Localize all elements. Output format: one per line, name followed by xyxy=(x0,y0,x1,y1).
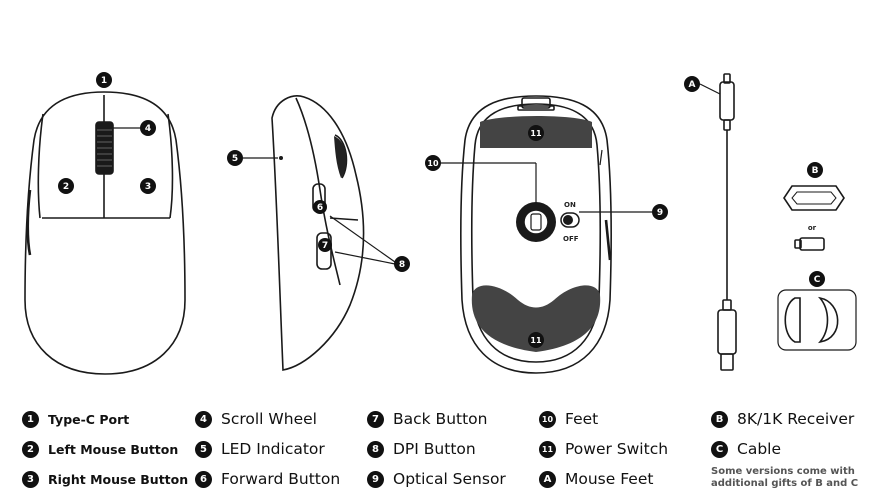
callout-3: 3 xyxy=(140,178,156,194)
callout-4: 4 xyxy=(140,120,156,136)
legend-label: Left Mouse Button xyxy=(48,441,179,457)
extra-mouse-feet xyxy=(777,289,857,351)
legend-column-2: 4 Scroll Wheel 5 LED Indicator 6 Forward… xyxy=(195,404,340,494)
switch-on-label: ON xyxy=(564,201,576,209)
bottom-mouse-feet xyxy=(471,285,601,352)
callout-9: 9 xyxy=(652,204,668,220)
svg-text:11: 11 xyxy=(530,129,542,138)
legend-badge: 3 xyxy=(22,470,39,488)
legend-column-3: 7 Back Button 8 DPI Button 9 Optical Sen… xyxy=(367,404,506,494)
legend-item-dpi-button: 8 DPI Button xyxy=(367,434,506,464)
callout-c: C xyxy=(809,271,825,287)
svg-text:C: C xyxy=(814,275,821,285)
legend-item-type-c-port: 1 Type-C Port xyxy=(22,404,188,434)
legend-label: Feet xyxy=(565,410,599,428)
legend-label: 8K/1K Receiver xyxy=(737,410,855,428)
legend-badge: 2 xyxy=(22,440,39,458)
legend-badge: C xyxy=(711,440,728,458)
callout-8: 8 xyxy=(394,256,410,272)
legend-label: Mouse Feet xyxy=(565,470,654,488)
legend-item-back-button: 7 Back Button xyxy=(367,404,506,434)
legend-item-left-mouse-button: 2 Left Mouse Button xyxy=(22,434,188,464)
led-indicator-dot xyxy=(279,156,283,160)
legend-badge: 7 xyxy=(367,410,384,428)
legend-label: Cable xyxy=(737,440,782,458)
callout-11-top: 11 xyxy=(528,125,544,141)
switch-off-label: OFF xyxy=(563,235,579,243)
svg-text:A: A xyxy=(689,80,696,90)
legend-label: Optical Sensor xyxy=(393,470,506,488)
svg-text:3: 3 xyxy=(145,182,151,192)
legend-item-scroll-wheel: 4 Scroll Wheel xyxy=(195,404,340,434)
legend-item-led-indicator: 5 LED Indicator xyxy=(195,434,340,464)
legend-label: Right Mouse Button xyxy=(48,471,189,487)
legend-item-feet: 10 Feet xyxy=(539,404,668,434)
legend-label: Forward Button xyxy=(221,470,341,488)
callout-1: 1 xyxy=(96,72,112,88)
legend-item-optical-sensor: 9 Optical Sensor xyxy=(367,464,506,494)
legend-item-forward-button: 6 Forward Button xyxy=(195,464,340,494)
mouse-bottom-view xyxy=(459,95,613,374)
callout-a: A xyxy=(684,76,700,92)
callout-5: 5 xyxy=(227,150,243,166)
legend-label: Power Switch xyxy=(565,440,669,458)
legend-badge: A xyxy=(539,470,556,488)
legend-label: Type-C Port xyxy=(48,411,130,427)
legend-badge: 11 xyxy=(539,440,556,458)
callout-11-bottom: 11 xyxy=(528,332,544,348)
callout-2: 2 xyxy=(58,178,74,194)
svg-text:2: 2 xyxy=(63,182,69,192)
legend-label: DPI Button xyxy=(393,440,476,458)
legend-badge: 1 xyxy=(22,410,39,428)
callout-10: 10 xyxy=(425,155,441,171)
svg-text:5: 5 xyxy=(232,154,238,164)
usb-c-cable xyxy=(717,73,737,371)
legend-badge: 5 xyxy=(195,440,212,458)
legend-badge: 9 xyxy=(367,470,384,488)
svg-text:6: 6 xyxy=(317,203,323,213)
legend-item-mouse-feet: A Mouse Feet xyxy=(539,464,668,494)
gift-note: Some versions come with additional gifts… xyxy=(711,466,859,489)
svg-text:10: 10 xyxy=(427,159,439,168)
product-diagram: ON OFF or 1 2 3 4 5 6 7 8 10 11 11 9 A B… xyxy=(24,72,857,375)
svg-text:B: B xyxy=(812,166,819,176)
svg-text:9: 9 xyxy=(657,208,663,218)
svg-text:1: 1 xyxy=(101,76,107,86)
mouse-side-view xyxy=(271,95,365,371)
legend-badge: 6 xyxy=(195,470,212,488)
legend-item-power-switch: 11 Power Switch xyxy=(539,434,668,464)
svg-text:4: 4 xyxy=(145,124,151,134)
svg-text:7: 7 xyxy=(322,241,328,251)
callout-7: 7 xyxy=(318,238,332,252)
side-wheel-shadow xyxy=(334,136,347,178)
legend-label: Scroll Wheel xyxy=(221,410,317,428)
legend-column-4: 10 Feet 11 Power Switch A Mouse Feet xyxy=(539,404,668,494)
legend-badge: 10 xyxy=(539,410,556,428)
mouse-top-view xyxy=(24,91,186,375)
legend-item-cable: C Cable xyxy=(711,434,854,464)
legend-label: LED Indicator xyxy=(221,440,325,458)
callout-b: B xyxy=(807,162,823,178)
or-label: or xyxy=(808,224,817,232)
legend-column-1: 1 Type-C Port 2 Left Mouse Button 3 Righ… xyxy=(22,404,188,494)
legend-item-receiver: B 8K/1K Receiver xyxy=(711,404,854,434)
svg-text:11: 11 xyxy=(530,336,542,345)
svg-text:8: 8 xyxy=(399,260,405,270)
legend-badge: 8 xyxy=(367,440,384,458)
legend-badge: B xyxy=(711,410,728,428)
wheel-ridges xyxy=(97,129,112,167)
receiver xyxy=(783,185,845,251)
legend-item-right-mouse-button: 3 Right Mouse Button xyxy=(22,464,188,494)
legend-label: Back Button xyxy=(393,410,488,428)
legend-column-5: B 8K/1K Receiver C Cable xyxy=(711,404,854,464)
callout-6: 6 xyxy=(313,200,327,214)
legend-badge: 4 xyxy=(195,410,212,428)
